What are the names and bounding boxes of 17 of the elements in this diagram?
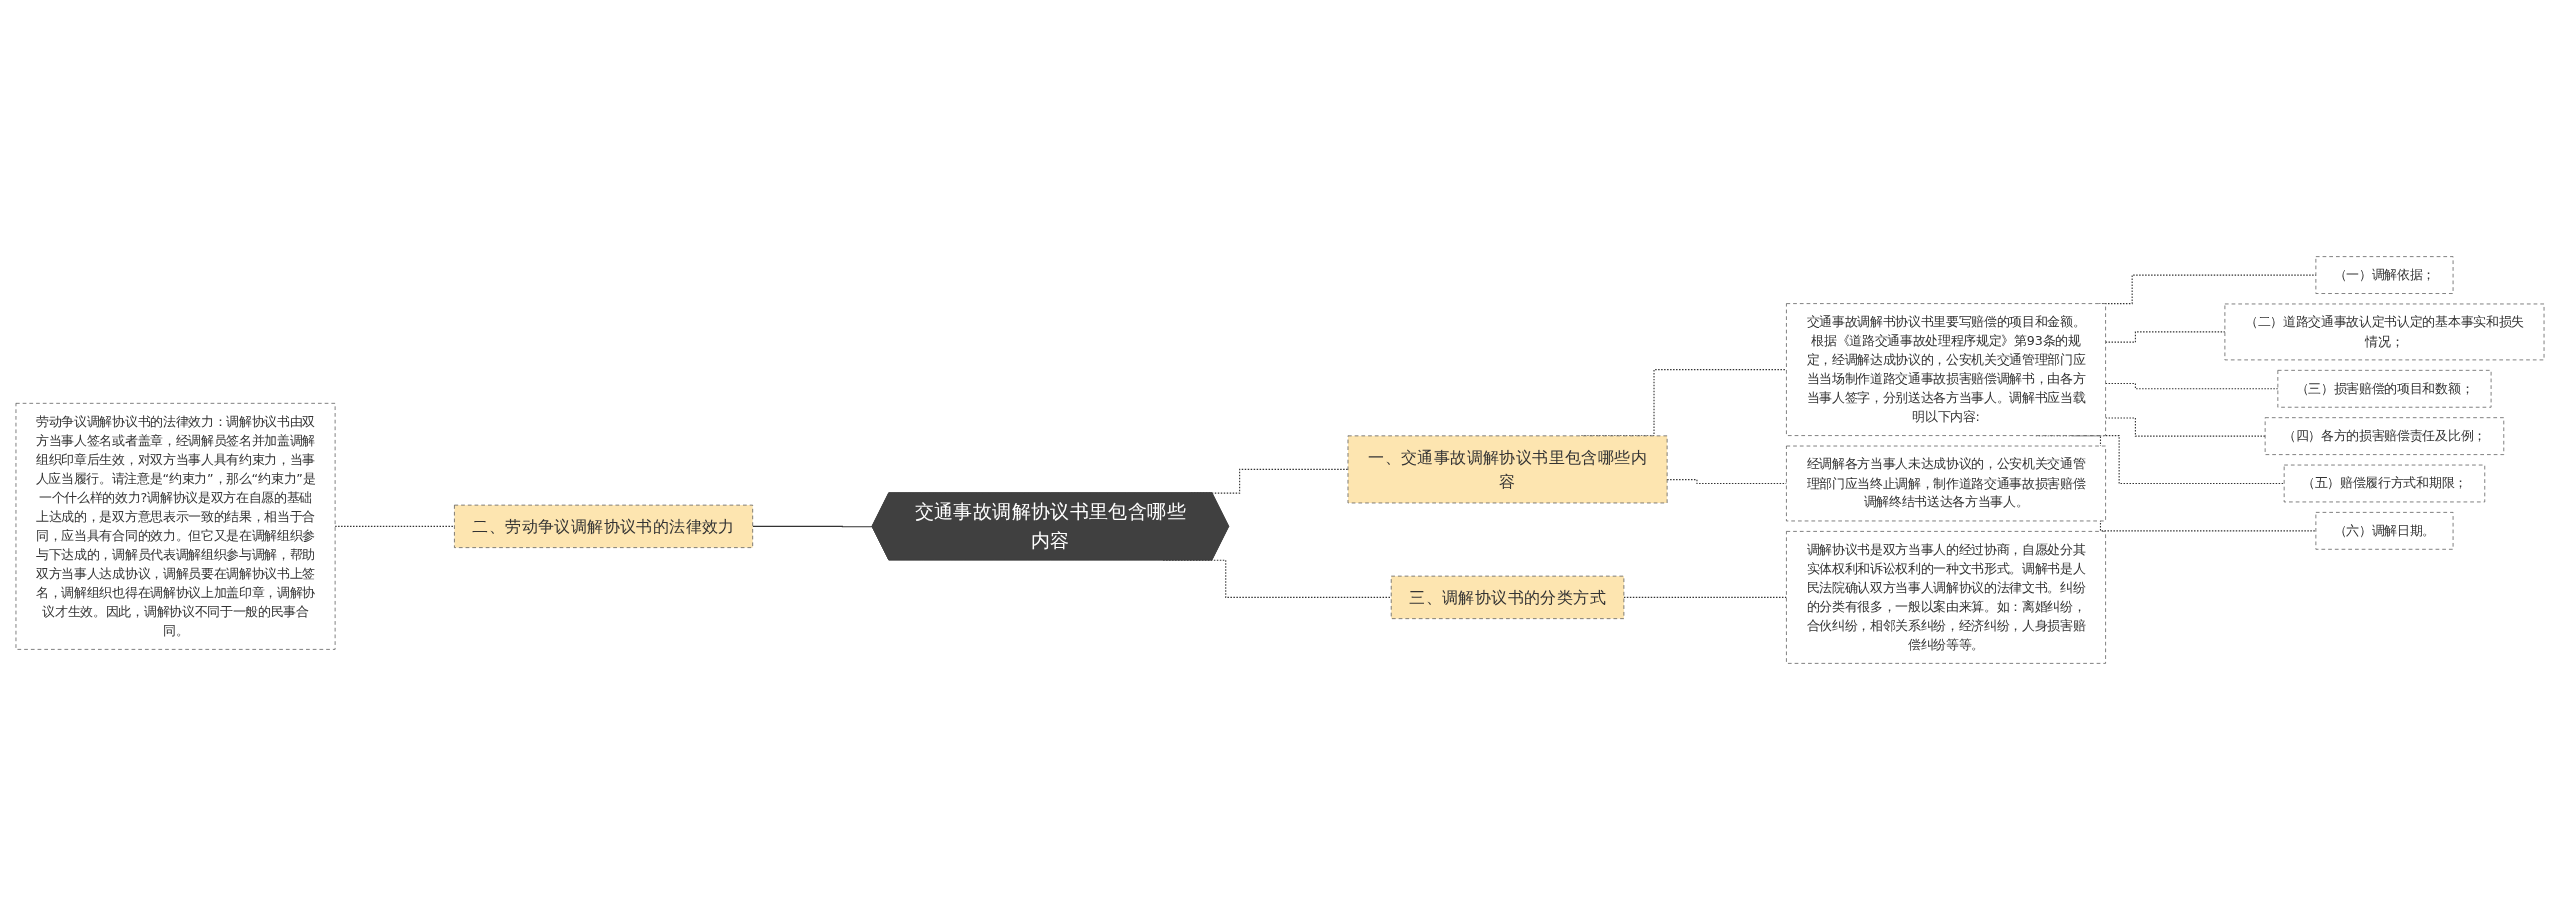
node-box: 劳动争议调解协议书的法律效力：调解协议书由双方当事人签名或者盖章，经调解员签名并加盖调解组织印章后生效，对双方当事人具有约束力，当事人应当履行。请注意是“约束力”，那么“约束力”是一个什么样的效力?调解协议是双方在自愿的基础上达成的，是双方意思表示一致的结果，相当于合同，应当具有合同的效力。但它又是在调解组织参与下达成的，调解员代表调解组织参与调解，帮助双方当事人达成协议，调解员要在调解协议书上签名，调解组织也得在调解协议上加盖印章，调解协议才生效。因此，调解协议不同于一般的民事合同。 <box>15 402 336 650</box>
connector <box>2105 417 2266 437</box>
node-box: 经调解各方当事人未达成协议的，公安机关交通管理部门应当终止调解，制作道路交通事故损害赔偿调解终结书送达各方当事人。 <box>1786 445 2106 522</box>
connector <box>752 525 873 528</box>
node-box: （六）调解日期。 <box>2315 512 2454 550</box>
node-box: 二、劳动争议调解协议书的法律效力 <box>454 504 754 548</box>
node-box: （五）赔偿履行方式和期限； <box>2283 464 2486 503</box>
node-box: （三）损害赔偿的项目和数额； <box>2277 369 2492 408</box>
node-box: （二）道路交通事故认定书认定的基本事实和损失情况； <box>2224 303 2545 361</box>
connector <box>1623 596 1787 598</box>
node-box: 交通事故调解书协议书里要写赔偿的项目和金额。根据《道路交通事故处理程序规定》第93条的规定，经调解达成协议的，公安机关交通管理部门应当当场制作道路交通事故损害赔偿调解书，由各方当事人签字，分别送达各方当事人。调解书应当载明以下内容: <box>1786 303 2106 436</box>
node-box: 三、调解协议书的分类方式 <box>1390 575 1625 619</box>
node-box: 调解协议书是双方当事人的经过协商，自愿处分其实体权利和诉讼权利的一种文书形式。调解书是人民法院确认双方当事人调解协议的法律文书。纠纷的分类有很多，一般以案由来算。如：离婚纠纷，合伙纠纷，相邻关系纠纷，经济纠纷，人身损害赔偿纠纷等等。 <box>1786 531 2106 664</box>
node-box: 一、交通事故调解协议书里包含哪些内容 <box>1347 435 1668 504</box>
connector <box>2105 331 2226 343</box>
node-box: （一）调解依据； <box>2315 256 2454 294</box>
node-box: （四）各方的损害赔偿责任及比例； <box>2264 417 2505 455</box>
